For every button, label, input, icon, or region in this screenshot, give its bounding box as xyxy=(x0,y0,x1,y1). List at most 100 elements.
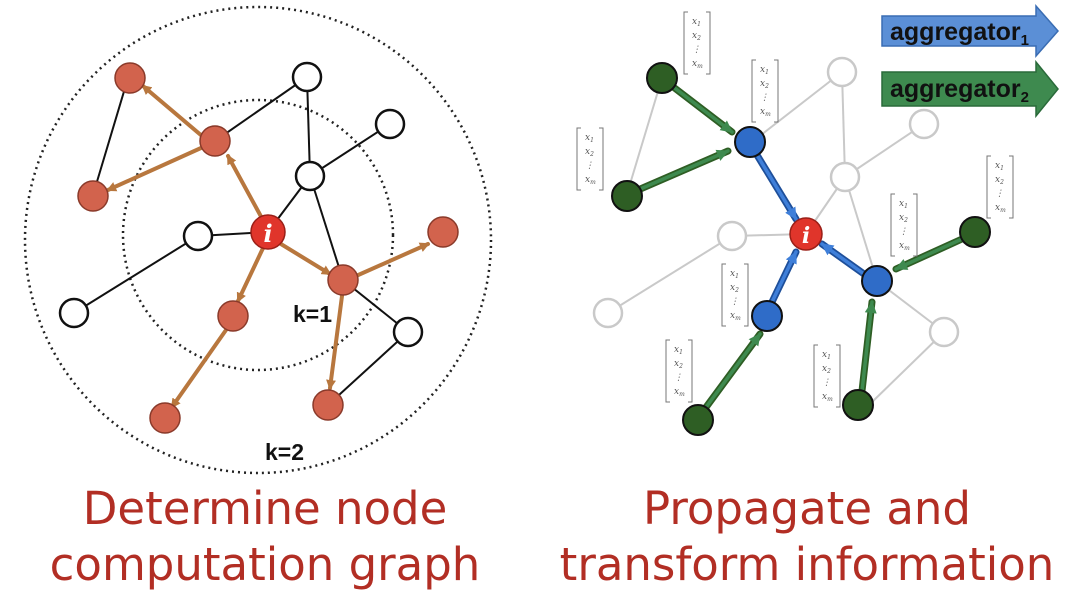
aggregator-2-arrow xyxy=(881,59,1059,119)
vector-entry: ⋮ xyxy=(692,45,701,55)
vector-entry: x1 xyxy=(760,65,769,76)
right-caption: Propagate and transform information xyxy=(548,481,1066,593)
target-node-label: i xyxy=(263,219,272,248)
k2-label: k=2 xyxy=(265,439,304,465)
graph-edges xyxy=(73,76,409,406)
graph-node xyxy=(829,161,861,193)
hop2-nodes xyxy=(611,62,991,436)
sampled-node xyxy=(427,216,459,248)
graph-node xyxy=(592,297,624,329)
vector-bracket xyxy=(683,11,711,75)
graph-node xyxy=(928,316,960,348)
legend-aggregator-2: aggregator2 xyxy=(881,59,1059,119)
vector-entry: ⋮ xyxy=(585,161,594,171)
target-node-right: i xyxy=(789,217,823,251)
vector-entry: x1 xyxy=(585,133,594,144)
left-caption-line-2: computation graph xyxy=(49,538,481,591)
vector-entry: x2 xyxy=(760,79,769,90)
sampling-arrows xyxy=(106,84,430,409)
vector-entry: xm xyxy=(995,203,1006,214)
vector-entry: x1 xyxy=(822,350,831,361)
right-caption-line-1: Propagate and xyxy=(643,482,971,535)
sampled-node xyxy=(149,402,181,434)
vector-entry: x2 xyxy=(822,364,831,375)
hop2-node xyxy=(959,216,991,248)
vector-entry: ⋮ xyxy=(760,93,769,103)
vector-entry: xm xyxy=(674,387,685,398)
vector-entry: xm xyxy=(822,392,833,403)
vector-entry: xm xyxy=(585,175,596,186)
hop1-nodes xyxy=(734,126,893,332)
vector-entry: x1 xyxy=(730,269,739,280)
legend-aggregator-1: aggregator1 xyxy=(881,4,1059,58)
left-caption-line-1: Determine node xyxy=(82,482,448,535)
unsampled-nodes xyxy=(58,61,424,348)
sampled-node xyxy=(114,62,146,94)
feature-vector: x1 x2 ⋮ xm xyxy=(890,193,918,257)
feature-vector: x1 x2 ⋮ xm xyxy=(813,344,841,408)
sampled-node xyxy=(199,125,231,157)
hop2-node xyxy=(842,389,874,421)
vector-entry: ⋮ xyxy=(730,297,739,307)
vector-entry: x2 xyxy=(995,175,1004,186)
graph-node xyxy=(716,220,748,252)
faded-nodes xyxy=(592,56,960,348)
vector-entry: x2 xyxy=(585,147,594,158)
aggregator-1-arrow xyxy=(881,4,1059,58)
right-caption-line-2: transform information xyxy=(559,538,1055,591)
vector-entry: xm xyxy=(730,311,741,322)
graph-node xyxy=(908,108,940,140)
k1-ring xyxy=(121,98,395,372)
graph-node xyxy=(392,316,424,348)
vector-entry: x1 xyxy=(692,17,701,28)
graph-node xyxy=(182,220,214,252)
vector-entry: xm xyxy=(760,107,771,118)
feature-vector: x1 x2 ⋮ xm xyxy=(751,59,779,123)
graph-node xyxy=(826,56,858,88)
vector-entry: ⋮ xyxy=(899,227,908,237)
hop2-node xyxy=(682,404,714,436)
left-panel: i k=1 k=2 xyxy=(23,5,493,475)
vector-entry: ⋮ xyxy=(995,189,1004,199)
vector-bracket xyxy=(813,344,841,408)
graph-node xyxy=(58,297,90,329)
left-caption: Determine node computation graph xyxy=(10,481,520,593)
target-node-label: i xyxy=(802,223,810,249)
vector-entry: ⋮ xyxy=(822,378,831,388)
sampled-nodes xyxy=(77,62,459,434)
vector-bracket xyxy=(986,155,1014,219)
hop1-arrows-fill xyxy=(755,153,866,304)
vector-bracket xyxy=(721,263,749,327)
sampled-node xyxy=(217,300,249,332)
aggregator-1-label: aggregator1 xyxy=(890,18,1029,49)
vector-entry: x2 xyxy=(899,213,908,224)
vector-bracket xyxy=(576,127,604,191)
graph-node xyxy=(294,160,326,192)
sampled-node xyxy=(312,389,344,421)
vector-entry: xm xyxy=(899,241,910,252)
vector-entry: x1 xyxy=(674,345,683,356)
hop2-arrows-fill xyxy=(636,84,964,412)
vector-entry: xm xyxy=(692,59,703,70)
vector-bracket xyxy=(665,339,693,403)
sampled-node xyxy=(77,180,109,212)
vector-entry: x1 xyxy=(899,199,908,210)
hop2-node xyxy=(646,62,678,94)
vector-entry: x2 xyxy=(674,359,683,370)
k1-label: k=1 xyxy=(293,301,332,327)
vector-bracket xyxy=(751,59,779,123)
faded-edges xyxy=(607,71,945,406)
graph-node xyxy=(374,108,406,140)
target-node-left: i xyxy=(250,214,286,250)
aggregator-2-label: aggregator2 xyxy=(890,75,1029,106)
hop2-node xyxy=(611,180,643,212)
hop1-node xyxy=(751,300,783,332)
vector-entry: x2 xyxy=(730,283,739,294)
hop1-node xyxy=(734,126,766,158)
feature-vector: x1 x2 ⋮ xm xyxy=(576,127,604,191)
